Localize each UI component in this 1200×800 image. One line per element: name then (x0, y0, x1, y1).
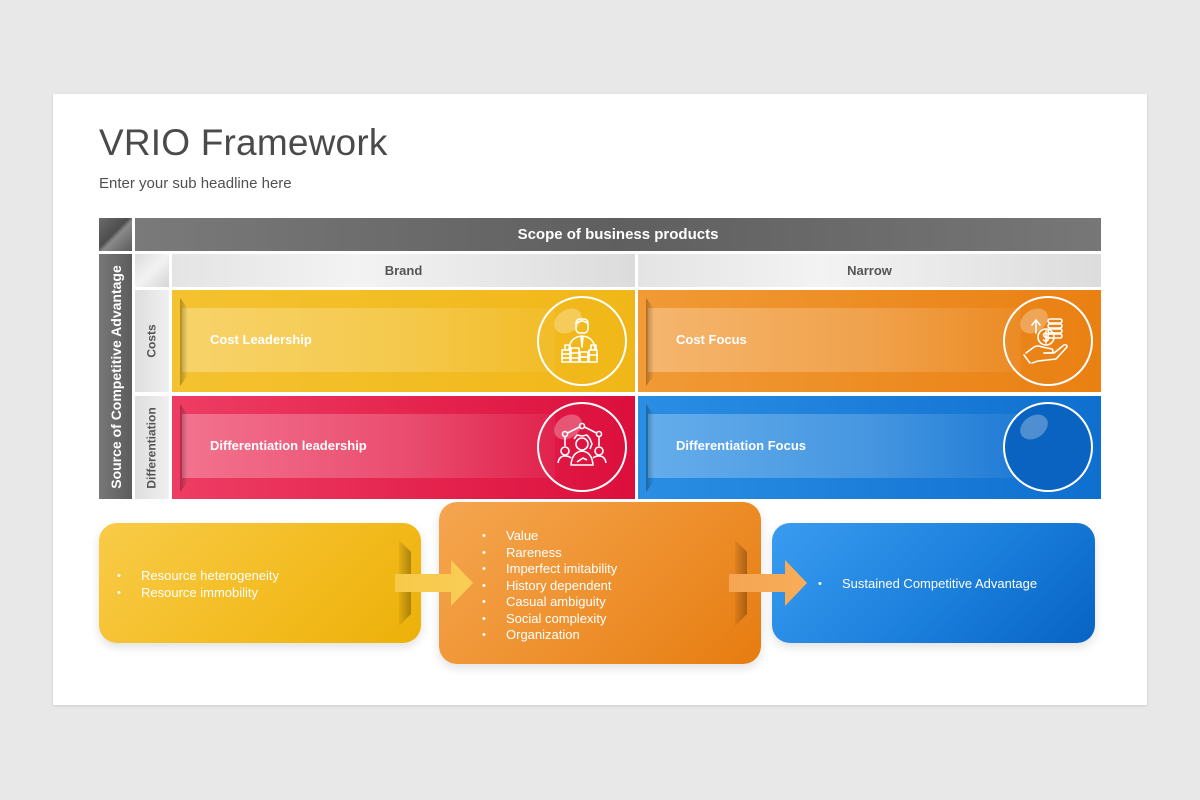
list-item: Resource immobility (117, 585, 279, 602)
list-item: Organization (482, 627, 617, 644)
cell-cost-focus: Cost Focus (638, 290, 1101, 392)
cell-cost-leadership: Cost Leadership (172, 290, 635, 392)
row-header-label: Costs (145, 324, 159, 358)
row-header-differentiation: Differentiation (135, 396, 169, 499)
list-item: Imperfect imitability (482, 561, 617, 578)
cell-band (182, 414, 555, 478)
cell-band (648, 308, 1021, 372)
cell-label: Cost Focus (676, 332, 747, 347)
flow-box-vrio-attributes: Value Rareness Imperfect imitability His… (439, 502, 761, 664)
empty-circle-icon (1003, 402, 1093, 492)
scope-header-label: Scope of business products (517, 226, 719, 243)
cell-fold (646, 404, 654, 492)
cell-differentiation-leadership: Differentiation leadership (172, 396, 635, 499)
list-item: Value (482, 528, 617, 545)
outcome-list: Sustained Competitive Advantage (818, 576, 1037, 593)
cell-differentiation-focus: Differentiation Focus (638, 396, 1101, 499)
source-header-label: Source of Competitive Advantage (107, 264, 124, 489)
page-subtitle: Enter your sub headline here (99, 175, 292, 192)
list-item: Sustained Competitive Advantage (818, 576, 1037, 593)
matrix-sub-corner (135, 254, 169, 287)
cell-band (182, 308, 555, 372)
businessman-money-icon (537, 296, 627, 386)
cell-band (648, 414, 1021, 478)
column-header-brand: Brand (172, 254, 635, 287)
row-header-label: Differentiation (145, 406, 159, 489)
list-item: History dependent (482, 578, 617, 595)
list-item: Rareness (482, 545, 617, 562)
slide: VRIO Framework Enter your sub headline h… (53, 94, 1147, 705)
flow-box-resources: Resource heterogeneity Resource immobili… (99, 523, 421, 643)
hand-coins-dollar-icon (1003, 296, 1093, 386)
source-header: Source of Competitive Advantage (99, 254, 132, 499)
cell-label: Differentiation leadership (210, 438, 367, 453)
column-header-label: Narrow (847, 263, 892, 278)
list-item: Casual ambiguity (482, 594, 617, 611)
list-item: Resource heterogeneity (117, 568, 279, 585)
cell-label: Cost Leadership (210, 332, 312, 347)
vrio-attributes-list: Value Rareness Imperfect imitability His… (482, 528, 617, 644)
column-header-narrow: Narrow (638, 254, 1101, 287)
cell-fold (646, 298, 654, 386)
resources-list: Resource heterogeneity Resource immobili… (117, 568, 279, 601)
cell-fold (180, 404, 188, 492)
arrow-right-icon (395, 560, 475, 606)
matrix-corner (99, 218, 132, 251)
flow-box-outcome: Sustained Competitive Advantage (772, 523, 1095, 643)
arrow-right-icon (729, 560, 809, 606)
scope-header: Scope of business products (135, 218, 1101, 251)
team-leader-network-icon (537, 402, 627, 492)
column-header-label: Brand (384, 263, 423, 278)
cell-label: Differentiation Focus (676, 438, 807, 453)
row-header-costs: Costs (135, 290, 169, 392)
cell-fold (180, 298, 188, 386)
page-title: VRIO Framework (99, 122, 388, 163)
list-item: Social complexity (482, 611, 617, 628)
